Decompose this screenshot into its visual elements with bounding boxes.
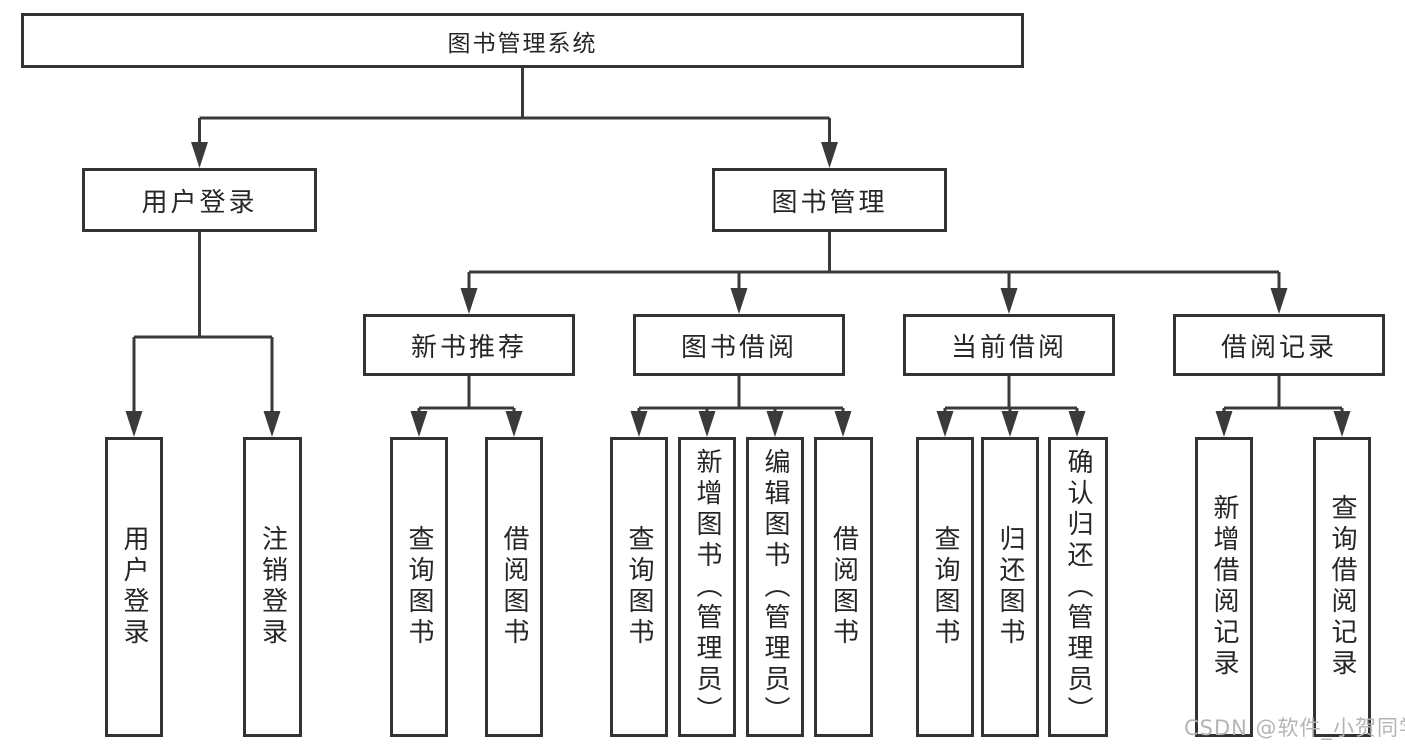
connector-root — [198, 68, 831, 146]
node-user-login: 用户登录 — [82, 168, 317, 232]
node-book-borrowing: 图书借阅 — [633, 314, 845, 376]
leaf-borrow-books-recommend: 借阅图书 — [485, 437, 543, 737]
connector-book-management — [467, 232, 1281, 291]
arrowheads-book-management — [460, 288, 1288, 314]
leaf-query-books-borrowing: 查询图书 — [610, 437, 668, 737]
connector-new-book-recommend — [417, 376, 516, 414]
leaf-query-books-current: 查询图书 — [916, 437, 974, 737]
arrowheads-user-login — [125, 411, 281, 437]
node-new-book-recommend: 新书推荐 — [363, 314, 575, 376]
arrowheads-borrowing-records — [1215, 411, 1351, 437]
connector-user-login — [132, 232, 274, 414]
node-current-borrowing: 当前借阅 — [903, 314, 1115, 376]
leaf-add-books-admin: 新增图书（管理员） — [678, 437, 736, 737]
node-library-management-system: 图书管理系统 — [21, 13, 1024, 68]
connector-book-borrowing — [637, 376, 845, 414]
leaf-add-borrow-record: 新增借阅记录 — [1195, 437, 1253, 737]
leaf-query-books-recommend: 查询图书 — [390, 437, 448, 737]
arrowheads-book-borrowing — [630, 411, 852, 437]
arrowheads-root — [191, 142, 838, 168]
arrowheads-current-borrowing — [936, 411, 1086, 437]
connector-borrowing-records — [1222, 376, 1344, 414]
leaf-confirm-return-admin: 确认归还（管理员） — [1048, 437, 1108, 737]
leaf-user-login: 用户登录 — [105, 437, 163, 737]
node-borrowing-records: 借阅记录 — [1173, 314, 1385, 376]
connector-current-borrowing — [943, 376, 1079, 414]
csdn-watermark: CSDN @软件_小贺同学 — [1184, 716, 1405, 740]
arrowheads-new-book-recommend — [410, 411, 523, 437]
leaf-borrow-books: 借阅图书 — [814, 437, 873, 737]
leaf-return-books: 归还图书 — [981, 437, 1039, 737]
node-book-management: 图书管理 — [712, 168, 947, 232]
leaf-logout: 注销登录 — [243, 437, 302, 737]
leaf-edit-books-admin: 编辑图书（管理员） — [746, 437, 804, 737]
leaf-query-borrow-record: 查询借阅记录 — [1313, 437, 1371, 737]
